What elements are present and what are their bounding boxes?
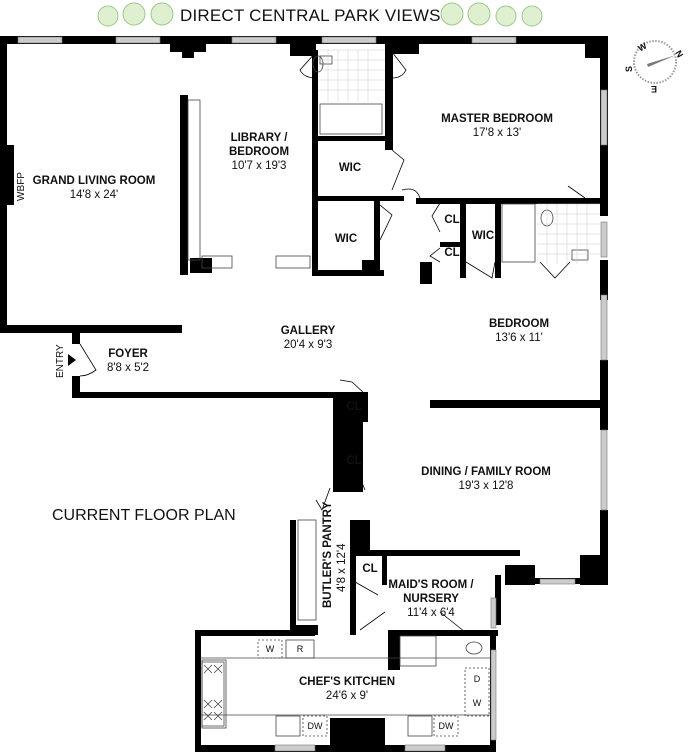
page-title: DIRECT CENTRAL PARK VIEWS — [180, 6, 441, 25]
washer-label-2: W — [472, 698, 482, 708]
compass-east: E — [651, 84, 658, 94]
closet-cl-5: CL — [362, 563, 378, 575]
room-pantry-name: BUTLER'S PANTRY — [322, 501, 334, 608]
fireplace-label: WBFP — [16, 172, 27, 201]
closet-cl-4: CL — [346, 455, 362, 467]
floor-plan-caption: CURRENT FLOOR PLAN — [52, 507, 236, 524]
washer-label: W — [265, 644, 275, 654]
entry-arrow-icon — [68, 354, 76, 366]
compass-south: S — [624, 65, 635, 73]
room-pantry-dims: 4'8 x 12'4 — [336, 543, 348, 592]
fridge-label: R — [296, 644, 304, 654]
compass-icon — [633, 40, 677, 84]
closet-cl-2: CL — [444, 247, 460, 259]
dishwasher-label-1: DW — [307, 721, 323, 731]
closet-cl-3: CL — [346, 401, 362, 413]
dishwasher-label-2: DW — [438, 721, 454, 731]
dryer-label: D — [473, 674, 481, 684]
closet-cl-1: CL — [444, 214, 460, 226]
closet-wic-2: WIC — [334, 233, 358, 245]
closet-wic-3: WIC — [471, 230, 495, 242]
entry-label: ENTRY — [55, 344, 66, 378]
closet-wic-1: WIC — [338, 162, 362, 174]
tree-icons — [97, 2, 543, 27]
